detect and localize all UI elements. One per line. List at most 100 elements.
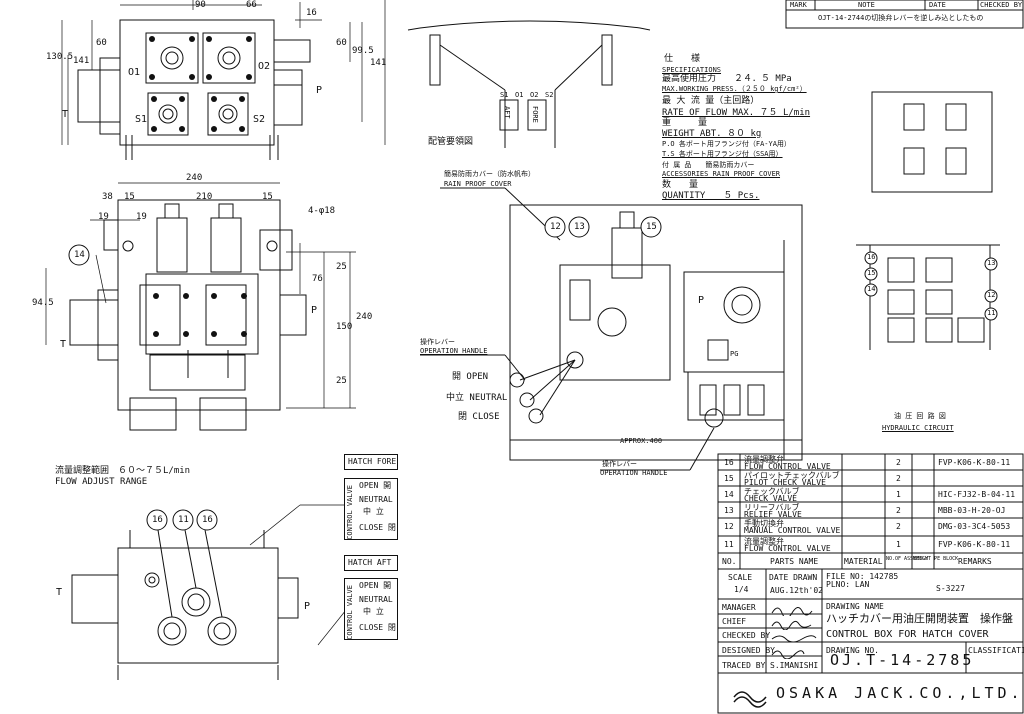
circuit-balloon-16: 16 — [864, 250, 878, 269]
hatch-fore-valve-box: CONTROL VALVE OPEN 開 NEUTRAL 中 立 CLOSE 閉 — [344, 478, 398, 540]
parts-header-name: PARTS NAME — [770, 557, 819, 566]
rev-note-text: OJT-14-2744の切換弁レバーを逆しみ込としたもの — [818, 14, 984, 22]
port-o2: O2 — [258, 61, 271, 72]
drawing-no: OJ.T-14-2785 — [830, 651, 975, 669]
parts-row-qty: 2 — [896, 506, 901, 515]
dim-approx-400: APPROX.400 — [620, 437, 663, 445]
parts-row-jp: リリーフバルブ — [744, 503, 800, 512]
port-s2: S2 — [253, 114, 266, 125]
port-t-front: T — [60, 339, 67, 350]
parts-row-name: PILOT CHECK VALVE — [744, 478, 826, 487]
parts-header-remarks: REMARKS — [958, 557, 992, 566]
pipe-port-s1: S1 — [500, 91, 509, 99]
balloon-13: 13 — [568, 216, 590, 242]
handle-jp: 操作レバー — [420, 338, 455, 346]
balloon-16a: 16 — [146, 509, 168, 535]
scale-value: 1/4 — [734, 585, 749, 594]
pipe-port-s2: S2 — [545, 91, 554, 99]
drawing-no-label: DRAWING NO. — [826, 646, 879, 655]
parts-row-jp: 手動切換弁 — [744, 519, 784, 528]
dim-210: 210 — [196, 192, 213, 202]
dim-25b: 25 — [336, 376, 347, 386]
parts-row-name: MANUAL CONTROL VALVE — [744, 526, 841, 535]
spec-flange-1: P.O 各ボート用フランジ付（FA-YA用） — [662, 140, 791, 148]
rev-date-header: DATE — [929, 1, 946, 9]
spec-acc-en: ACCESSORIES RAIN PROOF COVER — [662, 170, 781, 178]
dim-25a: 25 — [336, 262, 347, 272]
parts-header-weight: WEIGHT PE BLOCK — [913, 556, 959, 562]
parts-row-remarks: HIC-FJ32-B-04-11 — [938, 490, 1016, 499]
parts-row-name: RELIEF VALVE — [744, 510, 802, 519]
dim-99-5: 99.5 — [352, 46, 374, 56]
spec-pressure-en: MAX.WORKING PRESS.（２５０ kgf/cm²） — [662, 85, 807, 93]
rain-cover-en: RAIN PROOF COVER — [444, 180, 512, 188]
port-o1: O1 — [128, 67, 141, 78]
parts-header-qty: NO.OF ASSEMBLY — [886, 556, 929, 562]
dim-top-90: 90 — [195, 0, 206, 10]
balloon-12: 12 — [544, 216, 566, 242]
port-p-bottom: P — [304, 601, 311, 612]
bottom-view-body — [71, 529, 299, 680]
company-name: OSAKA JACK.CO.,LTD. — [776, 684, 1024, 702]
hatch-connectors — [249, 504, 347, 646]
parts-header-material: MATERIAL — [844, 557, 883, 566]
dim-150: 150 — [336, 322, 353, 332]
flow-adjust-en: FLOW ADJUST RANGE — [55, 477, 148, 487]
parts-row-no: 13 — [724, 506, 734, 515]
title-block-lines — [717, 453, 1024, 714]
dim-130-5: 130.5 — [46, 52, 74, 62]
port-s1: S1 — [135, 114, 148, 125]
port-p-front: P — [311, 305, 318, 316]
designed-label: DESIGNED BY — [722, 646, 775, 655]
circuit-balloon-12: 12 — [984, 288, 998, 307]
parts-row-qty: 1 — [896, 490, 901, 499]
parts-row-qty: 2 — [896, 474, 901, 483]
dim-60a: 60 — [96, 38, 107, 48]
spec-flange-2: T.S 各ボート用フランジ付（SSA用） — [662, 150, 783, 158]
designed-signature — [770, 644, 820, 663]
parts-row-name: CHECK VALVE — [744, 494, 797, 503]
top-view-dims — [61, 0, 386, 145]
dim-240v: 240 — [356, 312, 373, 322]
rev-mark-header: MARK — [790, 1, 807, 9]
classification-label: CLASSIFICATION — [968, 646, 1024, 655]
sheet-no: S-3227 — [936, 584, 965, 593]
circuit-en: HYDRAULIC CIRCUIT — [882, 424, 954, 432]
parts-row-jp: 流量調整弁 — [744, 455, 784, 464]
lever-close: 閉 CLOSE — [458, 412, 500, 422]
date-drawn-label: DATE DRAWN — [769, 573, 818, 582]
balloon-15: 15 — [640, 216, 662, 242]
dim-top-16: 16 — [306, 8, 317, 18]
spec-title-en: SPECIFICATIONS — [662, 66, 722, 74]
spec-title-jp: 仕 様 — [664, 54, 701, 64]
parts-row-qty: 2 — [896, 522, 901, 531]
balloon-11: 11 — [172, 509, 194, 535]
rev-checked-header: CHECKED BY — [980, 1, 1023, 9]
piping-label: 配管要領図 — [428, 137, 474, 147]
pipe-valve-aft: AFT — [503, 106, 511, 119]
dim-top-66: 66 — [246, 0, 257, 10]
parts-row-remarks: MBB-03-H-20-OJ — [938, 506, 1006, 515]
port-p-side: P — [698, 295, 705, 306]
parts-row-jp: 流量調整弁 — [744, 537, 784, 546]
dim-19a: 19 — [98, 212, 109, 222]
spec-qty-jp: 数 量 — [662, 180, 699, 190]
dim-15a: 15 — [124, 192, 135, 202]
dim-76: 76 — [312, 274, 323, 284]
traced-label: TRACED BY — [722, 661, 766, 670]
dim-19b: 19 — [136, 212, 147, 222]
parts-row-qty: 1 — [896, 540, 901, 549]
dim-60b: 60 — [336, 38, 347, 48]
manager-signature — [770, 601, 820, 620]
dim-holes: 4-φ18 — [308, 206, 336, 216]
port-p-top: P — [316, 85, 323, 96]
handle-en: OPERATION HANDLE — [420, 347, 488, 355]
chief-label: CHIEF — [722, 617, 747, 626]
top-view-body — [77, 19, 311, 160]
parts-row-qty: 2 — [896, 458, 901, 467]
spec-qty-en: QUANTITY ５ Pcs. — [662, 191, 760, 201]
parts-header-no: NO. — [722, 557, 737, 566]
file-no: FILE NO: 142785 — [826, 572, 899, 581]
parts-row-name: FLOW CONTROL VALVE — [744, 544, 831, 553]
